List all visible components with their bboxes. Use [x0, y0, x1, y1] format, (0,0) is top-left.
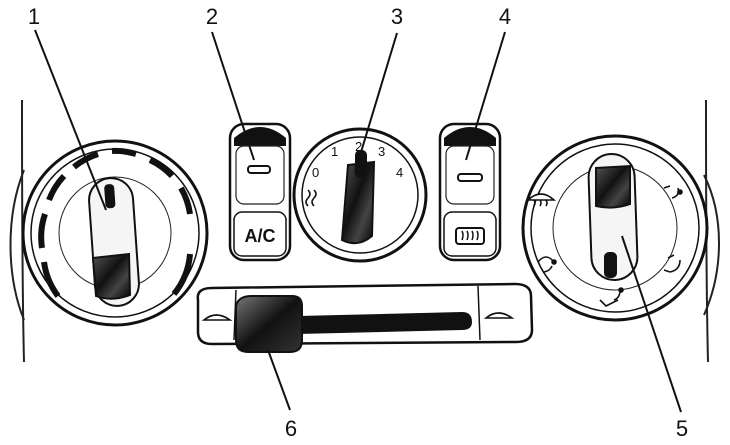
floor-icon [599, 287, 624, 307]
leader-lines [34, 29, 682, 413]
air-mode-knob[interactable] [521, 134, 709, 322]
callout-5: 5 [676, 416, 688, 441]
fan-scale-1: 1 [331, 144, 338, 159]
rear-defrost-button[interactable] [438, 122, 502, 262]
callout-3: 3 [391, 4, 403, 29]
outside-air-icon [201, 314, 233, 321]
fan-scale-2: 2 [355, 139, 362, 154]
floor-defrost-icon [537, 256, 557, 273]
face-vent-icon [663, 185, 683, 199]
floor-face-icon [663, 254, 681, 273]
temperature-knob[interactable] [21, 139, 209, 327]
callout-6: 6 [285, 416, 297, 441]
fan-speed-knob[interactable]: 0 1 2 3 4 [292, 127, 428, 263]
ac-button-label: A/C [245, 226, 276, 246]
callout-2: 2 [206, 4, 218, 29]
ac-button[interactable]: A/C [228, 122, 292, 262]
rear-defrost-icon [455, 227, 485, 245]
callout-1: 1 [28, 4, 40, 29]
callout-4: 4 [499, 4, 511, 29]
recirculation-slider[interactable] [196, 282, 534, 353]
recirculation-icon [483, 312, 515, 319]
fan-scale-3: 3 [378, 144, 385, 159]
defrost-icon [525, 193, 557, 207]
fan-low-icon [305, 189, 317, 207]
fan-scale-4: 4 [396, 165, 403, 180]
fan-scale-0: 0 [312, 165, 319, 180]
